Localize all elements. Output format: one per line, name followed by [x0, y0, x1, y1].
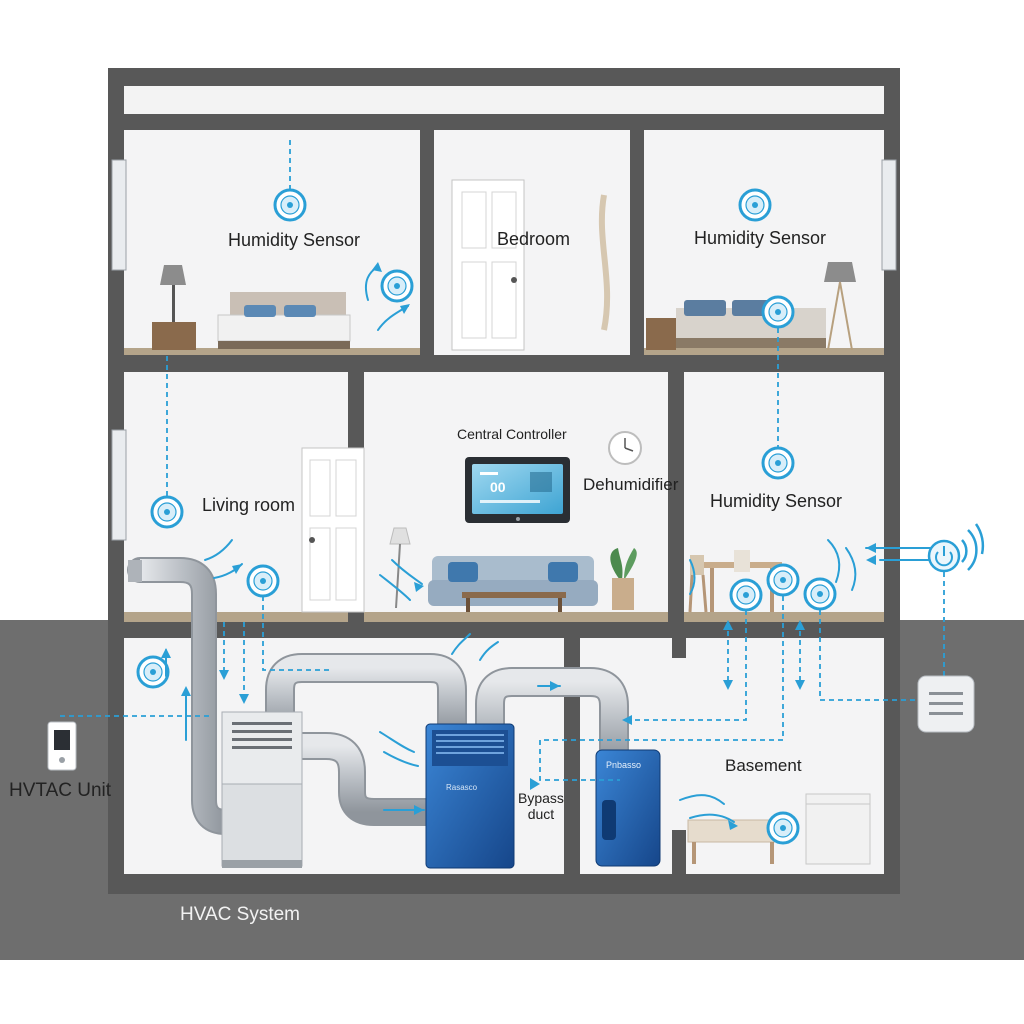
label-basement: Basement [725, 756, 802, 775]
bed-left [217, 292, 351, 349]
sofa [428, 556, 598, 612]
label-humidity-sensor-top-right: Humidity Sensor [694, 228, 827, 248]
bed-right [676, 300, 826, 348]
controller-reading: 00 [490, 479, 506, 495]
plant [610, 548, 637, 610]
window-left-top [111, 159, 127, 271]
dehumidifier-brand: Rasasco [446, 783, 478, 792]
label-hvac-unit: HVTAC Unit [9, 780, 112, 801]
table-lamp [389, 527, 411, 609]
duct-lower [296, 732, 432, 826]
humidity-sensor-icon [136, 655, 170, 689]
humidity-sensor-icon [246, 564, 280, 598]
humidity-sensor-icon [380, 269, 414, 303]
humidity-sensor-icon [766, 811, 800, 845]
label-central-controller: Central Controller [457, 426, 567, 442]
lamp-left [152, 265, 196, 350]
central-controller-device [465, 457, 570, 523]
door-top [451, 179, 525, 351]
label-humidity-sensor-top-left: Humidity Sensor [228, 230, 361, 250]
dehumidifier-unit [425, 723, 515, 869]
label-hvac-system: HVAC System [180, 904, 301, 925]
label-living-room: Living room [202, 495, 296, 515]
signal-lines [60, 140, 945, 781]
attic [124, 86, 884, 114]
floor-lamp-right [646, 262, 856, 351]
hvac-unit [221, 711, 303, 868]
window-right-top [881, 159, 897, 271]
control-hub-icon [917, 675, 975, 733]
basement-divider-low [672, 830, 686, 874]
humidity-sensor-icon [803, 577, 837, 611]
label-humidity-sensor-mid-right: Humidity Sensor [710, 491, 843, 511]
airflow-arrows [165, 265, 931, 823]
crib [805, 793, 871, 865]
door-mid [301, 447, 365, 613]
humidity-sensor-icon [761, 446, 795, 480]
humidity-sensor-icon [761, 295, 795, 329]
secondary-dehumidifier [595, 749, 661, 867]
humidity-sensor-icon [766, 563, 800, 597]
duct-left [127, 557, 239, 835]
wall-decor [598, 194, 611, 331]
arrowheads [161, 262, 876, 830]
window-left-mid [111, 429, 127, 541]
label-dehumidifier: Dehumidifier [583, 475, 679, 494]
hvac-brand: Pnbasso [606, 760, 641, 770]
thermostat-icon [47, 721, 77, 771]
humidity-sensor-icon [729, 578, 763, 612]
humidity-sensor-icon [738, 188, 772, 222]
humidity-sensor-icon [150, 495, 184, 529]
wifi-power-icon [927, 523, 985, 573]
label-bypass-duct: Bypass duct [518, 790, 564, 822]
wall-clock [608, 431, 642, 465]
label-bedroom: Bedroom [497, 229, 571, 249]
basement-divider [672, 638, 686, 658]
humidity-sensor-icon [273, 188, 307, 222]
